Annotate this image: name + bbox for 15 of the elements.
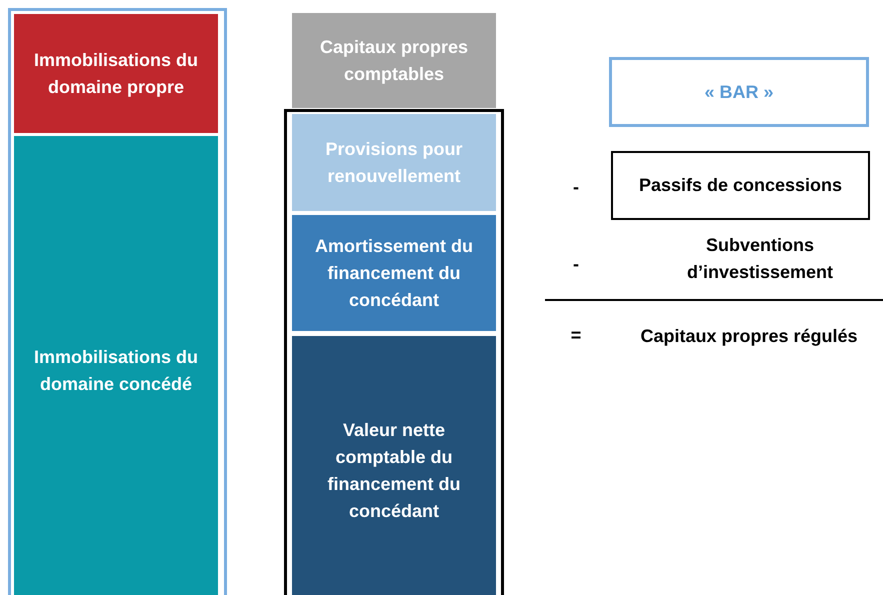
liability-block: Valeur nette comptable du financement du concédant bbox=[292, 336, 496, 595]
column-frame bbox=[8, 8, 227, 595]
minus-sign: - bbox=[572, 176, 580, 199]
label-box: Passifs de concessions bbox=[611, 151, 870, 220]
minus-sign: - bbox=[572, 253, 580, 276]
liability-block: Provisions pour renouvellement bbox=[292, 114, 496, 211]
equity-block: Capitaux propres comptables bbox=[292, 13, 496, 108]
label-text: Capitaux propres régulés bbox=[639, 325, 859, 348]
column-frame bbox=[284, 109, 504, 595]
liability-block: Amortissement du financement du concédant bbox=[292, 215, 496, 331]
asset-block: Immobilisations du domaine concédé bbox=[14, 136, 218, 595]
label-box: « BAR » bbox=[609, 57, 869, 127]
equals-sign: = bbox=[570, 324, 582, 347]
label-text: Subventions d’investissement bbox=[686, 234, 834, 284]
asset-block: Immobilisations du domaine propre bbox=[14, 14, 218, 133]
